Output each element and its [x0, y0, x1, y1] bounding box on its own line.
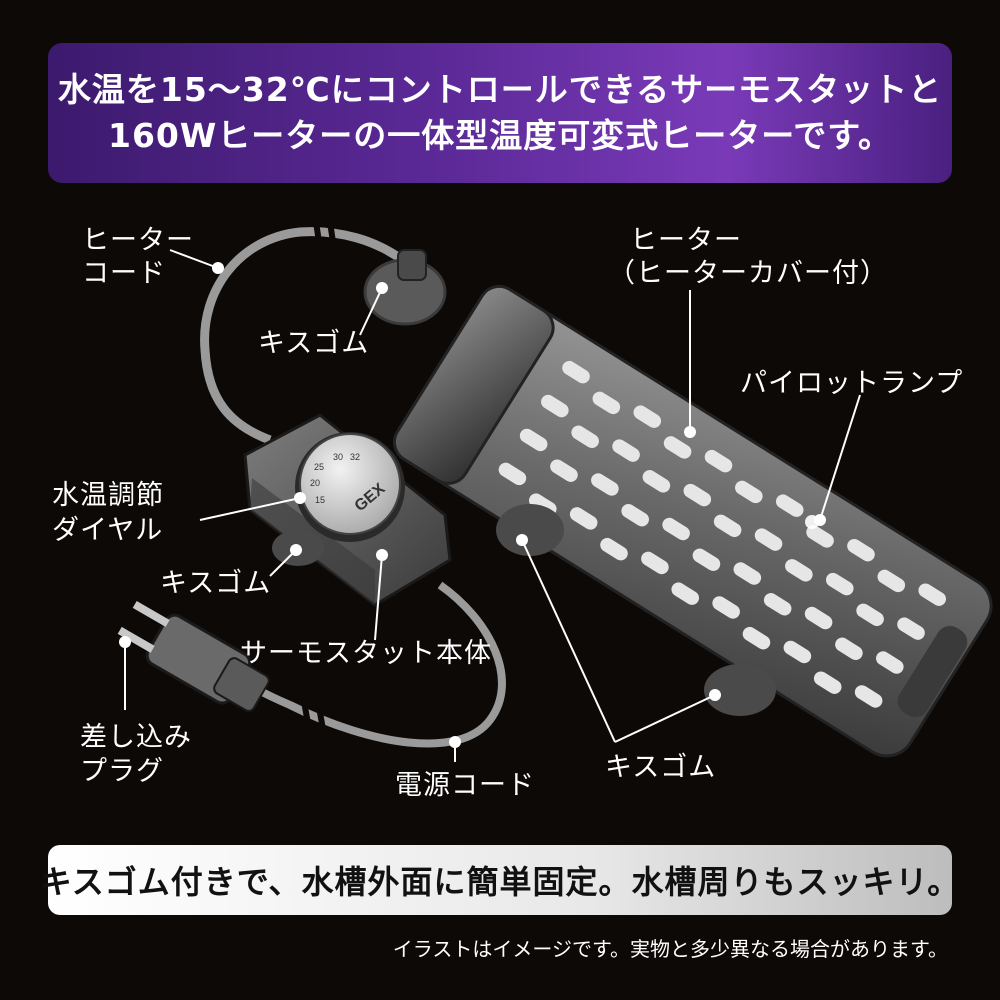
- cover-slot: [612, 439, 640, 462]
- cover-slot: [847, 538, 875, 562]
- cover-slot: [856, 603, 884, 627]
- cover-slot: [692, 548, 721, 571]
- suction-cup-heater-1: [496, 504, 564, 556]
- cover-slot: [633, 405, 662, 428]
- label-plug-1: 差し込み: [80, 722, 192, 753]
- cover-slot: [806, 525, 834, 548]
- cover-slot: [571, 425, 599, 449]
- cover-slot: [733, 562, 762, 585]
- cover-slot: [591, 473, 619, 496]
- cover-slot: [704, 449, 733, 473]
- cover-slot: [742, 626, 771, 650]
- plug: [117, 600, 270, 712]
- cover-slot: [835, 637, 863, 661]
- cover-slot: [713, 514, 742, 538]
- power-cord: [227, 581, 506, 748]
- cover-slot: [600, 537, 628, 561]
- disclaimer-note: イラストはイメージです。実物と多少異なる場合があります。: [392, 937, 948, 961]
- heater-cover-slots: [498, 360, 947, 708]
- cover-slot: [621, 503, 649, 527]
- cord-clip: [397, 249, 427, 281]
- label-pilot-lamp: パイロットランプ: [740, 368, 964, 399]
- label-heater-cord-2: コード: [82, 258, 166, 289]
- cover-slot: [641, 551, 669, 575]
- cover-slot: [663, 436, 692, 459]
- cover-slot: [541, 394, 569, 418]
- cover-slot: [569, 507, 598, 530]
- suction-cup-heater-2: [704, 664, 776, 716]
- cover-slot: [825, 572, 854, 596]
- leader-lines: [124, 249, 861, 762]
- label-heater-cord-1: ヒーター: [82, 225, 194, 256]
- cover-slot: [662, 517, 690, 541]
- cover-slot: [735, 480, 763, 504]
- cord-break-top: [313, 221, 339, 263]
- cover-slot: [783, 640, 812, 664]
- cover-slot: [712, 596, 740, 619]
- header-line-1: 水温を15〜32℃にコントロールできるサーモスタットと: [57, 70, 943, 109]
- label-dial-2: ダイヤル: [52, 515, 164, 546]
- cover-slot: [754, 528, 783, 551]
- label-power-cord: 電源コード: [395, 770, 535, 801]
- cord-break-bottom: [299, 689, 327, 736]
- cover-slot: [877, 569, 906, 593]
- heater-cord: [200, 227, 424, 445]
- cover-slot: [683, 483, 712, 507]
- leader-dots: [119, 262, 826, 748]
- cover-slot: [498, 462, 527, 486]
- cover-slot: [876, 651, 904, 674]
- temperature-dial: [299, 433, 401, 535]
- footer-banner: キスゴム付きで、水槽外面に簡単固定。水槽周りもスッキリ。: [40, 845, 959, 915]
- cover-slot: [854, 685, 883, 708]
- cover-slot: [763, 593, 792, 616]
- cover-slot: [897, 617, 925, 640]
- cover-slot: [804, 606, 833, 630]
- label-suction-cup-left: キスゴム: [160, 568, 272, 599]
- label-thermostat-body: サーモスタット本体: [240, 638, 492, 669]
- dial-mark-20: 20: [310, 478, 320, 488]
- header-banner: 水温を15〜32℃にコントロールできるサーモスタットと 160Wヒーターの一体型…: [48, 43, 952, 183]
- header-line-2: 160Wヒーターの一体型温度可変式ヒーターです。: [107, 116, 892, 155]
- cover-slot: [918, 583, 947, 606]
- label-suction-cup-bottom: キスゴム: [605, 752, 717, 783]
- cover-slot: [562, 360, 590, 384]
- label-plug-2: プラグ: [80, 756, 164, 787]
- dial-mark-30: 30: [333, 452, 343, 462]
- cover-slot: [592, 391, 621, 415]
- cover-slot: [785, 559, 813, 582]
- cover-slot: [519, 428, 548, 452]
- label-dial-1: 水温調節: [52, 480, 164, 511]
- dial-mark-25: 25: [314, 462, 324, 472]
- cover-slot: [813, 671, 842, 694]
- cover-slot: [671, 582, 700, 605]
- heater-body: [392, 284, 993, 758]
- label-heater-1: ヒーター: [630, 225, 742, 256]
- cover-slot: [550, 459, 578, 482]
- label-suction-cup-top: キスゴム: [258, 328, 370, 359]
- label-heater-2: （ヒーターカバー付）: [608, 258, 888, 289]
- cover-slot: [775, 494, 804, 517]
- dial-mark-32: 32: [350, 452, 360, 462]
- dial-mark-15: 15: [315, 495, 325, 505]
- cover-slot: [642, 470, 671, 493]
- footer-headline: キスゴム付きで、水槽外面に簡単固定。水槽周りもスッキリ。: [39, 863, 961, 901]
